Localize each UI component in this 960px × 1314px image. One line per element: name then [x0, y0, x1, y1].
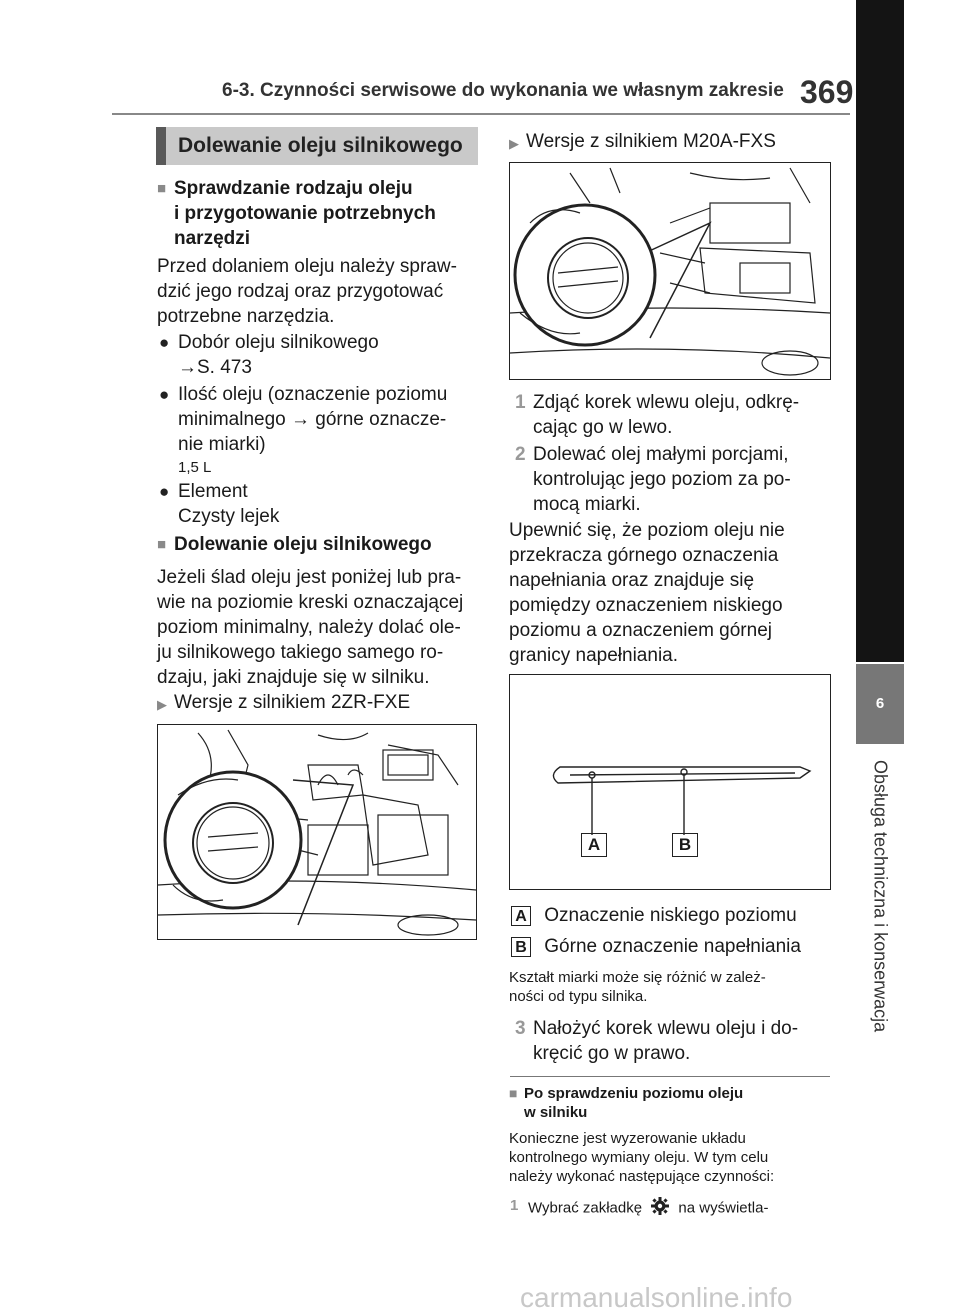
- text-line: przekracza górnego oznaczenia: [509, 545, 779, 566]
- text-line: ności od typu silnika.: [509, 988, 648, 1005]
- text-line: Po sprawdzeniu poziomu oleju: [524, 1085, 744, 1102]
- text-line: Kształt miarki może się różnić w zależ-: [509, 969, 766, 986]
- step-number: 3: [515, 1018, 526, 1039]
- text-line: dzić jego rodzaj oraz przygotować: [157, 281, 444, 302]
- text-line: poziom minimalny, należy dolać ole-: [157, 617, 461, 638]
- text-line: Przed dolaniem oleju należy spraw-: [157, 256, 457, 277]
- legend-b-key: B: [511, 937, 531, 957]
- step-number: 1: [510, 1197, 519, 1214]
- text-line: kontrolując jego poziom za po-: [533, 469, 791, 490]
- note-shape: Kształt miarki może się różnić w zależ- …: [509, 968, 766, 1006]
- text-line: kontrolnego wymiany oleju. W tym celu: [509, 1149, 769, 1166]
- engine-bay-drawing: [158, 729, 476, 936]
- info-step-1: 1 Wybrać zakładkę na wyświetla-: [510, 1196, 769, 1221]
- step-number: 2: [515, 444, 526, 465]
- text-line: kręcić go w prawo.: [533, 1043, 691, 1064]
- watermark: carmanualsonline.info: [520, 1282, 793, 1313]
- section-title: Dolewanie oleju silnikowego: [156, 127, 478, 165]
- text-line: należy wykonać następujące czynności:: [509, 1168, 775, 1185]
- text-line: Dobór oleju silnikowego: [178, 332, 379, 353]
- bullet-oil-selection: Dobór oleju silnikowego →S. 473: [159, 330, 379, 380]
- side-tab-chapter-name-text: Obsługa techniczna i konserwacja: [870, 760, 891, 1033]
- text-line: Upewnić się, że poziom oleju nie: [509, 520, 785, 541]
- text-line: Ilość oleju (oznaczenie poziomu: [178, 384, 448, 405]
- engine-illustration-2zr: [157, 724, 477, 940]
- version-2zr-fxe: Wersje z silnikiem 2ZR-FXE: [157, 690, 410, 717]
- text-line: granicy napełniania.: [509, 645, 679, 666]
- legend-a-text: Oznaczenie niskiego poziomu: [544, 905, 797, 926]
- text-line: Element: [178, 481, 248, 502]
- subheading-line: Sprawdzanie rodzaju oleju: [174, 178, 413, 199]
- text-line: nie miarki): [178, 434, 266, 455]
- paragraph-oil-level: Upewnić się, że poziom oleju nie przekra…: [509, 518, 785, 668]
- subheading-line: narzędzi: [174, 228, 251, 249]
- text-line: Konieczne jest wyzerowanie układu: [509, 1130, 746, 1147]
- text-line: Czysty lejek: [178, 506, 280, 527]
- text-line: minimalnego → górne oznacze-: [178, 409, 447, 430]
- legend-b: B Górne oznaczenie napełniania: [511, 934, 801, 959]
- text-line: Zdjąć korek wlewu oleju, odkrę-: [533, 392, 800, 413]
- subheading-add-oil: Dolewanie oleju silnikowego: [157, 532, 432, 557]
- oil-quantity-value: 1,5 L: [178, 459, 212, 476]
- header-rule: [112, 113, 850, 115]
- text-line: Jeżeli ślad oleju jest poniżej lub pra-: [157, 567, 462, 588]
- text-line: Nałożyć korek wlewu oleju i do-: [533, 1018, 799, 1039]
- paragraph-prepare: Przed dolaniem oleju należy spraw- dzić …: [157, 254, 457, 329]
- bullet-oil-quantity: Ilość oleju (oznaczenie poziomu minimaln…: [159, 382, 448, 477]
- subheading-check-oil: Sprawdzanie rodzaju oleju i przygotowani…: [157, 176, 436, 251]
- text-line: w silniku: [524, 1104, 588, 1121]
- version-m20a-fxs: Wersje z silnikiem M20A-FXS: [509, 129, 776, 156]
- text-line: Wybrać zakładkę: [528, 1199, 643, 1217]
- step-1: 1 Zdjąć korek wlewu oleju, odkrę- cając …: [515, 390, 800, 440]
- text-line: na wyświetla-: [678, 1199, 769, 1217]
- page-number: 369: [800, 74, 854, 110]
- text-line: poziomu a oznaczeniem górnej: [509, 620, 772, 641]
- side-tab-bar: [856, 0, 904, 662]
- legend-b-text: Górne oznaczenie napełniania: [544, 936, 801, 957]
- dipstick-drawing: [552, 766, 812, 835]
- page-reference-link[interactable]: →S. 473: [178, 357, 252, 378]
- gear-icon: [650, 1196, 670, 1221]
- step-3: 3 Nałożyć korek wlewu oleju i do- kręcić…: [515, 1016, 799, 1066]
- info-separator: [510, 1076, 830, 1077]
- side-tab-chapter-name: Obsługa techniczna i konserwacja: [856, 760, 904, 1040]
- info-square-icon: ■: [509, 1085, 518, 1101]
- info-paragraph: Konieczne jest wyzerowanie układu kontro…: [509, 1129, 774, 1186]
- step-number: 1: [515, 392, 526, 413]
- label-a-marker: A: [581, 833, 607, 857]
- text-line: ju silnikowego takiego samego ro-: [157, 642, 444, 663]
- subheading-line: i przygotowanie potrzebnych: [174, 203, 436, 224]
- text-line: cając go w lewo.: [533, 417, 673, 438]
- info-title: ■ Po sprawdzeniu poziomu oleju w silniku: [509, 1084, 744, 1122]
- legend-a: A Oznaczenie niskiego poziomu: [511, 903, 797, 928]
- text-line: mocą miarki.: [533, 494, 641, 515]
- text-line: Dolewać olej małymi porcjami,: [533, 444, 789, 465]
- paragraph-add-oil: Jeżeli ślad oleju jest poniżej lub pra- …: [157, 565, 463, 690]
- text-line: wie na poziomie kreski oznaczającej: [157, 592, 464, 613]
- engine-bay-drawing-2: [510, 167, 830, 376]
- text-line: pomiędzy oznaczeniem niskiego: [509, 595, 783, 616]
- label-b-marker: B: [672, 833, 698, 857]
- dipstick-illustration: A B: [509, 674, 831, 890]
- text-line: potrzebne narzędzia.: [157, 306, 335, 327]
- text-line: dzaju, jaki znajduje się w silniku.: [157, 667, 430, 688]
- step-2: 2 Dolewać olej małymi porcjami, kontrolu…: [515, 442, 791, 517]
- engine-illustration-m20a: [509, 162, 831, 380]
- bullet-element: Element Czysty lejek: [159, 479, 280, 529]
- text-line: napełniania oraz znajduje się: [509, 570, 755, 591]
- side-tab-chapter-number: 6: [856, 664, 904, 744]
- chapter-title: 6-3. Czynności serwisowe do wykonania we…: [222, 80, 784, 101]
- legend-a-key: A: [511, 906, 531, 926]
